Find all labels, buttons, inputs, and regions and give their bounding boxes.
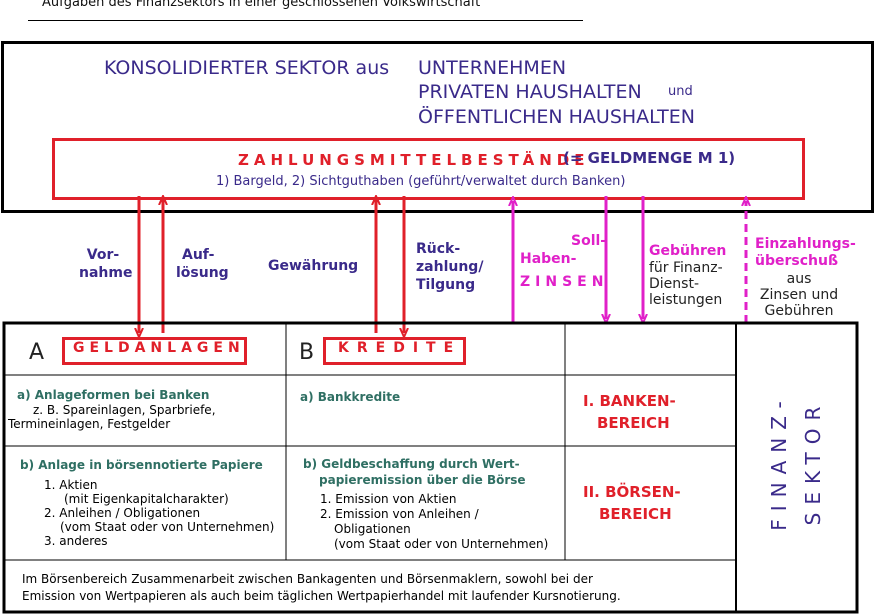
zahlungsmittel-title: ZAHLUNGSMITTELBESTÄNDE: [238, 151, 590, 169]
geldmenge-label: (= GELDMENGE M 1): [563, 149, 736, 167]
gebuehren-line: Dienst-: [649, 276, 699, 292]
side-label-finanzsektor: FINANZ- SEKTOR: [762, 322, 830, 602]
col-b-letter: B: [299, 340, 315, 365]
zahlungsmittel-detail: 1) Bargeld, 2) Sichtguthaben (geführt/ve…: [216, 174, 626, 189]
label-aufloesung: Auf- lösung: [176, 246, 229, 282]
row2-b-head: b) Geldbeschaffung durch Wert- papieremi…: [303, 456, 526, 488]
gebuehren-line: leistungen: [649, 292, 723, 308]
sector-intro: KONSOLIDIERTER SEKTOR aus: [104, 57, 390, 79]
row2-a-line: 1. Aktien: [44, 478, 98, 492]
label-aufloesung-line: lösung: [176, 265, 229, 281]
row2-b-head-line: papieremission über die Börse: [319, 473, 526, 487]
einzahlung-line: überschuß: [755, 253, 839, 269]
sector-und: und: [668, 84, 693, 99]
sector-private-haushalte: PRIVATEN HAUSHALTEN: [418, 81, 642, 103]
side-label-line: FINANZ-: [767, 393, 791, 531]
col-a-title: GELDANLAGEN: [73, 340, 245, 356]
zahlungsmittel-box: [52, 138, 805, 200]
consolidated-sector-box: [1, 41, 874, 213]
title-underline: [28, 20, 583, 21]
col-b-title: KREDITE: [338, 340, 462, 356]
col-b-title-box: [323, 337, 466, 365]
row2-a-line: 2. Anleihen / Obligationen: [44, 506, 201, 520]
label-rueckzahlung-line: Tilgung: [416, 277, 476, 293]
label-einzahlungsueberschuss: Einzahlungs- überschuß: [755, 236, 856, 270]
row1-a-head: a) Anlageformen bei Banken: [17, 388, 210, 402]
label-gewaehrung: Gewährung: [268, 258, 359, 274]
page-title: Aufgaben des Finanzsektors in einer gesc…: [42, 0, 481, 10]
label-aufloesung-line: Auf-: [182, 247, 215, 263]
row1-label: I. BANKEN- BEREICH: [583, 390, 676, 434]
col-a-title-box: [62, 337, 247, 365]
label-rueckzahlung: Rück- zahlung/ Tilgung: [416, 240, 483, 294]
einzahlung-detail-line: Zinsen und: [759, 287, 839, 303]
footer-line: Emission von Wertpapieren als auch beim …: [22, 589, 621, 603]
label-haben: Haben-: [520, 251, 577, 267]
row1-b-head: a) Bankkredite: [300, 390, 401, 404]
einzahlung-detail-line: Gebühren: [764, 303, 834, 319]
row1-label-line: I. BANKEN-: [583, 392, 676, 410]
row1-a-line: Termineinlagen, Festgelder: [8, 417, 171, 431]
gebuehren-line: für Finanz-: [649, 260, 723, 276]
label-soll: Soll-: [571, 233, 607, 249]
table-footer-note: Im Börsenbereich Zusammenarbeit zwischen…: [22, 571, 621, 605]
row1-label-line: BEREICH: [597, 414, 670, 432]
row2-a-line: (vom Staat oder von Unternehmen): [60, 520, 275, 534]
row2-b-lines: 1. Emission von Aktien 2. Emission von A…: [320, 492, 548, 552]
label-vornahme-line: nahme: [79, 265, 133, 281]
side-label-line: SEKTOR: [801, 398, 825, 526]
label-vornahme-line: Vor-: [86, 247, 120, 263]
label-vornahme: Vor- nahme: [79, 246, 133, 282]
table-outer-border: [2, 321, 859, 614]
label-rueckzahlung-line: zahlung/: [416, 259, 484, 275]
col-a-letter: A: [29, 340, 45, 365]
label-rueckzahlung-line: Rück-: [416, 241, 461, 257]
row2-b-head-line: b) Geldbeschaffung durch Wert-: [303, 457, 520, 471]
einzahlung-line: Einzahlungs-: [755, 236, 856, 252]
row2-b-line: 2. Emission von Anleihen /: [320, 507, 479, 521]
row2-label: II. BÖRSEN- BEREICH: [583, 481, 681, 525]
sector-oeffentliche-haushalte: ÖFFENTLICHEN HAUSHALTEN: [418, 106, 695, 128]
row2-b-line: Obligationen: [334, 522, 411, 536]
label-gebuehren-detail: für Finanz- Dienst- leistungen: [649, 260, 723, 308]
row2-b-line: (vom Staat oder von Unternehmen): [334, 537, 549, 551]
row1-a-line: z. B. Spareinlagen, Sparbriefe,: [33, 403, 216, 417]
footer-line: Im Börsenbereich Zusammenarbeit zwischen…: [22, 572, 593, 586]
row2-a-line: 3. anderes: [44, 534, 108, 548]
label-einzahlung-detail: aus Zinsen und Gebühren: [757, 271, 841, 319]
einzahlung-detail-line: aus: [786, 271, 812, 287]
row2-a-lines: 1. Aktien (mit Eigenkapitalcharakter) 2.…: [44, 478, 274, 548]
row2-b-line: 1. Emission von Aktien: [320, 492, 457, 506]
row2-label-line: II. BÖRSEN-: [583, 483, 681, 501]
row2-label-line: BEREICH: [599, 505, 672, 523]
row1-a-lines: z. B. Spareinlagen, Sparbriefe, Terminei…: [8, 403, 216, 431]
label-gebuehren: Gebühren: [649, 243, 727, 259]
sector-unternehmen: UNTERNEHMEN: [418, 57, 567, 79]
row2-a-line: (mit Eigenkapitalcharakter): [64, 492, 229, 506]
row2-a-head: b) Anlage in börsennotierte Papiere: [20, 458, 263, 472]
label-zinsen: ZINSEN: [520, 274, 609, 290]
